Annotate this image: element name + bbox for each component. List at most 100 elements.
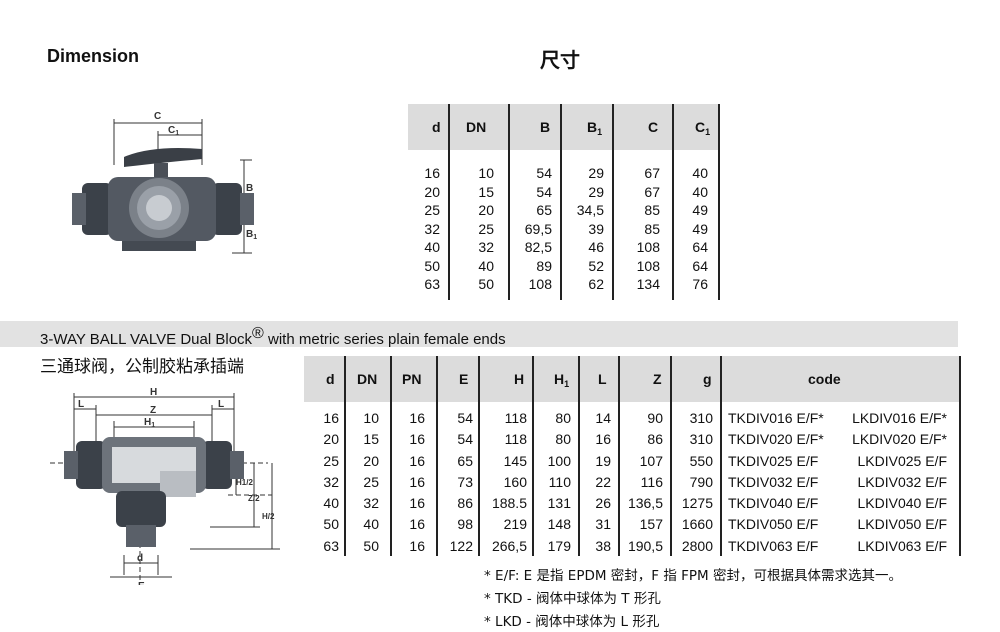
table-cell: TKDIV025 E/F	[728, 452, 819, 469]
header-l: L	[598, 371, 607, 387]
dimension-title-cn: 尺寸	[540, 48, 580, 72]
table-cell: 16	[409, 473, 425, 490]
table-cell: 2800	[681, 537, 713, 554]
table-cell: 80	[555, 410, 571, 426]
table-cell: 116	[640, 473, 663, 490]
table-cell: 1660	[681, 516, 713, 533]
table-cell: 40	[363, 516, 379, 533]
table-cell: LKDIV020 E/F*	[852, 431, 947, 448]
table-cell: 29	[588, 165, 604, 181]
table-cell: 179	[547, 537, 571, 554]
drawing-label-e: E	[138, 581, 145, 585]
table-cell: 136,5	[627, 495, 663, 512]
table-cell: 54	[536, 165, 552, 181]
table-cell: 32	[323, 473, 339, 490]
header-b1: B1	[587, 119, 603, 137]
table-cell: 122	[449, 537, 473, 554]
header-c1: C1	[695, 119, 711, 137]
table-cell: 25	[424, 202, 440, 218]
table-cell: 67	[644, 165, 660, 181]
table-cell: TKDIV032 E/F	[728, 473, 819, 490]
table-cell: 50	[323, 516, 339, 533]
valve-side-drawing: H L L Z H1 H1/2 Z/2 H/2 d E	[50, 387, 280, 585]
product-banner	[0, 321, 958, 347]
table-cell: 86	[457, 495, 473, 512]
header-b: B	[540, 119, 551, 135]
drawing-label-d: d	[137, 553, 143, 564]
table-cell: 52	[588, 257, 604, 274]
table-cell: 69,5	[524, 220, 552, 237]
table-cell: LKDIV032 E/F	[857, 473, 948, 490]
table-cell: 20	[323, 431, 339, 448]
table-cell: 64	[692, 239, 708, 255]
table-cell: LKDIV050 E/F	[857, 516, 948, 533]
table-cell: 16	[424, 165, 440, 181]
table-cell: 49	[692, 202, 708, 218]
header-z: Z	[653, 371, 662, 387]
table-cell: 32	[363, 495, 379, 512]
header-d: d	[326, 371, 335, 387]
product-title-cn: 三通球阀，公制胶粘承插端	[40, 357, 244, 377]
table-cell: 145	[503, 452, 527, 469]
table-cell: 16	[409, 537, 425, 554]
table-cell: 25	[363, 473, 379, 490]
table-cell: 148	[547, 516, 571, 533]
table-cell: 266,5	[491, 537, 527, 554]
table-cell: 108	[528, 276, 552, 292]
table-cell: 39	[588, 220, 604, 237]
table-cell: 16	[595, 431, 611, 448]
drawing-label-c1: C1	[168, 125, 179, 137]
table-cell: 67	[644, 183, 660, 200]
product-title: 3-WAY BALL VALVE Dual Block® with metric…	[40, 325, 506, 348]
table-cell: 46	[588, 239, 604, 255]
table-cell: 160	[503, 473, 527, 490]
table-cell: 50	[478, 276, 494, 292]
table-cell: 16	[409, 516, 425, 533]
drawing-label-h-half: H/2	[262, 512, 275, 521]
table-cell: 1275	[681, 495, 713, 512]
table-cell: 63	[424, 276, 440, 292]
table-cell: 40	[478, 257, 494, 274]
registered-mark: ®	[252, 325, 264, 342]
table-cell: 62	[588, 276, 604, 292]
table-header-row	[304, 356, 961, 402]
table-cell: TKDIV016 E/F*	[728, 410, 824, 426]
table-cell: 16	[409, 431, 425, 448]
header-dn: DN	[466, 119, 487, 135]
table-cell: 16	[409, 452, 425, 469]
table-cell: 107	[639, 452, 663, 469]
header-code: code	[808, 371, 841, 387]
drawing-label-h1: H1	[144, 417, 155, 429]
table-cell: 80	[555, 431, 571, 448]
header-c: C	[648, 119, 659, 135]
table-cell: TKDIV040 E/F	[728, 495, 819, 512]
table-cell: 118	[504, 410, 527, 426]
table-cell: 16	[409, 495, 425, 512]
table-cell: 100	[547, 452, 571, 469]
table-cell: 131	[547, 495, 571, 512]
drawing-label-l-left: L	[78, 399, 84, 410]
table-cell: 310	[689, 410, 713, 426]
table-cell: 134	[636, 276, 660, 292]
header-dn: DN	[357, 371, 378, 387]
table-cell: 50	[424, 257, 440, 274]
note-seal-material: * E/F: E 是指 EPDM 密封，F 指 FPM 密封，可根据具体需求选其…	[484, 568, 902, 584]
table-cell: 76	[692, 276, 708, 292]
table-cell: TKDIV050 E/F	[728, 516, 819, 533]
drawing-label-c: C	[154, 111, 161, 122]
drawing-label-h: H	[150, 387, 157, 398]
table-cell: 20	[478, 202, 494, 218]
table-cell: 85	[644, 220, 660, 237]
